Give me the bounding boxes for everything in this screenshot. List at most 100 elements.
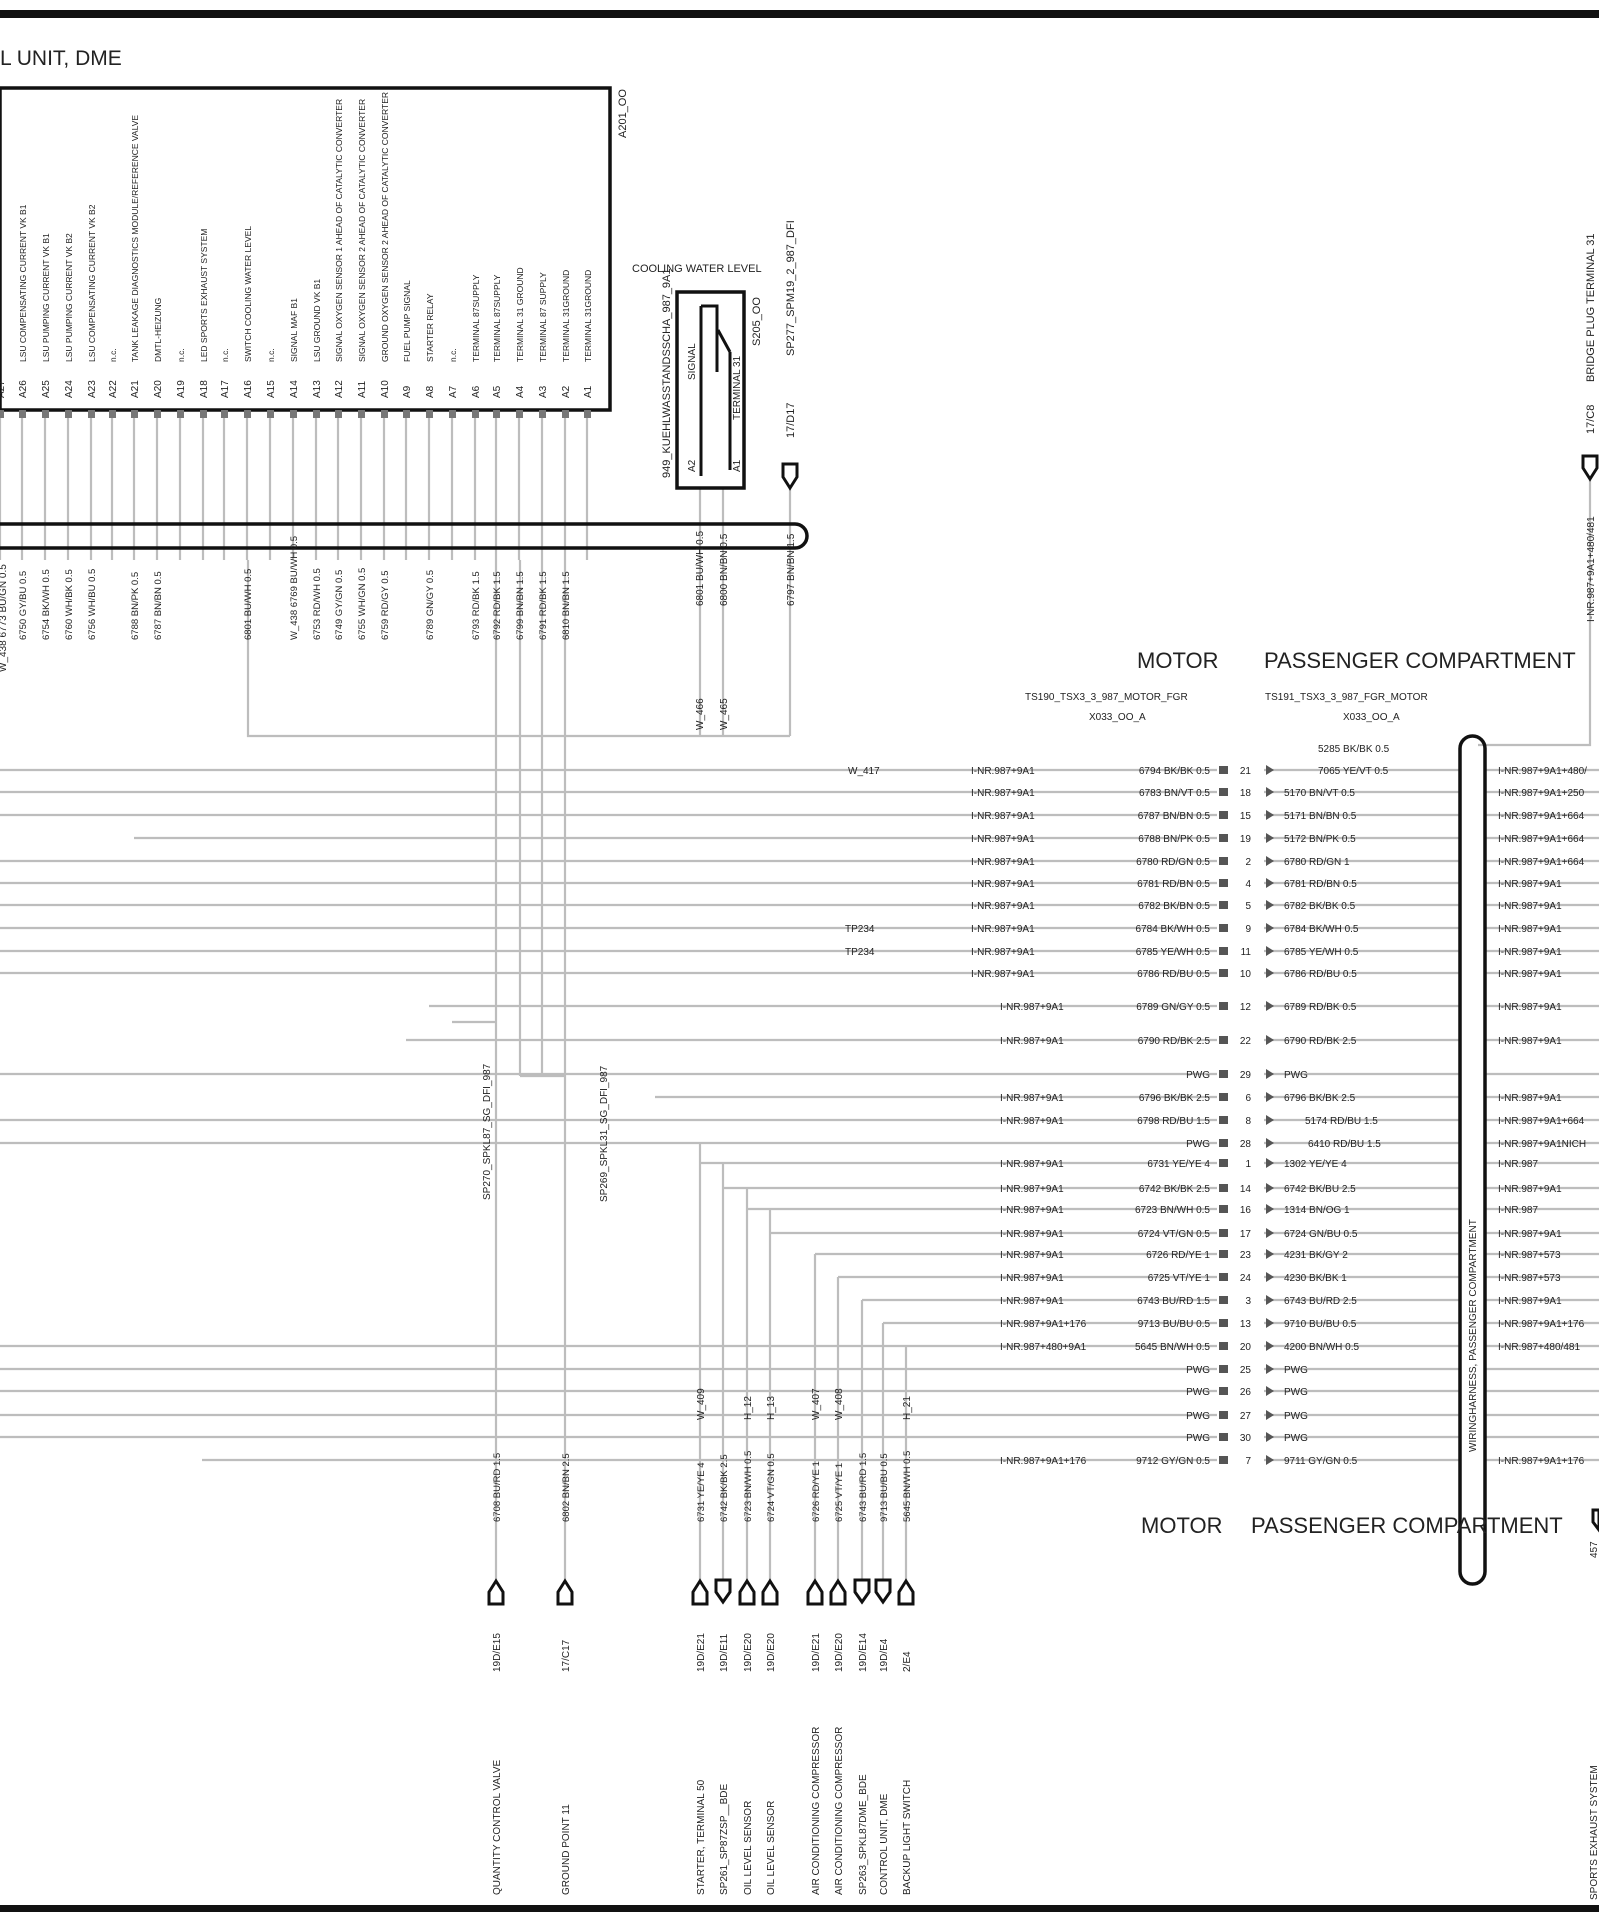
connector-pin-block bbox=[1219, 788, 1228, 796]
connector-inr-right: I-NR.987+9A1 bbox=[1498, 1093, 1562, 1104]
dme-pin-number: A23 bbox=[87, 380, 98, 398]
connector-wire-left: 6790 RD/BK 2.5 bbox=[1138, 1036, 1211, 1047]
connector-wire-left: PWG bbox=[1186, 1433, 1210, 1444]
connector-arrow-icon bbox=[691, 1578, 709, 1606]
bottom-ref: 19D/E15 bbox=[492, 1633, 503, 1672]
bottom-ref: 19D/E21 bbox=[811, 1633, 822, 1672]
connector-wire-right: 6789 RD/BK 0.5 bbox=[1284, 1002, 1357, 1013]
connector-wire-left: 6783 BN/VT 0.5 bbox=[1139, 788, 1210, 799]
dme-pin-label: n.c. bbox=[266, 348, 276, 362]
connector-inr-right: I-NR.987+9A1 bbox=[1498, 901, 1562, 912]
connector-inr-right: I-NR.987+9A1 bbox=[1498, 924, 1562, 935]
dme-wire-label: 6791 RD/BK 1.5 bbox=[538, 571, 549, 640]
dme-pin-number: A6 bbox=[471, 385, 482, 398]
connector-inr-right: I-NR.987+9A1+176 bbox=[1498, 1319, 1585, 1330]
connector-pin-block bbox=[1219, 969, 1228, 977]
dme-pin-terminal bbox=[426, 410, 433, 418]
connector-wire-right: 5170 BN/VT 0.5 bbox=[1284, 788, 1355, 799]
wire-tag: W_407 bbox=[811, 1388, 822, 1420]
dme-wire-label: 6792 RD/BK 1.5 bbox=[492, 571, 503, 640]
wire-layer bbox=[0, 418, 1599, 1590]
connector-wire-right: PWG bbox=[1284, 1070, 1308, 1081]
connector-wire-left: 6798 RD/BU 1.5 bbox=[1137, 1116, 1210, 1127]
connector-pin-block bbox=[1219, 947, 1228, 955]
splice-sp269: SP269_SPKL31_SG_DFI_987 bbox=[599, 1065, 610, 1202]
connector-inr-left: I-NR.987+9A1 bbox=[1000, 1296, 1064, 1307]
connector-pin-number: 14 bbox=[1240, 1184, 1252, 1195]
dme-pin-number: A8 bbox=[425, 385, 436, 398]
connector-pin-block bbox=[1219, 1036, 1228, 1044]
connector-arrow-icon bbox=[1266, 1001, 1274, 1011]
connector-inr-left: I-NR.987+480+9A1 bbox=[1000, 1342, 1087, 1353]
motor-title-top: MOTOR bbox=[1137, 648, 1218, 673]
motor-connector-id: TS190_TSX3_3_987_MOTOR_FGR bbox=[1025, 692, 1188, 703]
connector-inr-right: I-NR.987+9A1+664 bbox=[1498, 834, 1585, 845]
connector-arrow-icon bbox=[853, 1578, 871, 1605]
connector-pin-block bbox=[1219, 811, 1228, 819]
sp277-name: SP277_SPM19_2_987_DFI bbox=[785, 220, 797, 356]
dme-pin-terminal bbox=[244, 410, 251, 418]
harness-label: WIRINGHARNESS, PASSENGER COMPARTMENT bbox=[1468, 1219, 1479, 1452]
dme-pin-terminal bbox=[267, 410, 274, 418]
connector-inr-left: I-NR.987+9A1 bbox=[1000, 1184, 1064, 1195]
dme-wire-label: 6759 RD/GY 0.5 bbox=[380, 570, 391, 640]
extra-wire-5285: 5285 BK/BK 0.5 bbox=[1318, 744, 1390, 755]
bottom-border bbox=[0, 1905, 1599, 1912]
dme-pin-label: TERMINAL 87SUPPLY bbox=[492, 274, 502, 362]
dme-pin-number: A26 bbox=[18, 380, 29, 398]
connector-pin-number: 23 bbox=[1240, 1250, 1252, 1261]
dme-pin-terminal bbox=[335, 410, 342, 418]
passenger-title-bottom: PASSENGER COMPARTMENT bbox=[1251, 1513, 1563, 1538]
connector-wire-right: 6724 GN/BU 0.5 bbox=[1284, 1229, 1358, 1240]
connector-inr-right: I-NR.987+9A1 bbox=[1498, 1229, 1562, 1240]
connector-pin-number: 15 bbox=[1240, 811, 1252, 822]
connector-wire-left: 9713 BU/BU 0.5 bbox=[1138, 1319, 1211, 1330]
connector-wire-left: 5645 BN/WH 0.5 bbox=[1135, 1342, 1210, 1353]
connector-arrow-icon bbox=[897, 1578, 915, 1606]
bottom-ref: 19D/E14 bbox=[858, 1633, 869, 1672]
bridge-ref: 17/C8 bbox=[1585, 405, 1597, 434]
dme-pin-label: n.c. bbox=[448, 348, 458, 362]
connector-pin-number: 28 bbox=[1240, 1139, 1252, 1150]
connector-inr-right: I-NR.987+9A1 bbox=[1498, 1296, 1562, 1307]
connector-wire-right: 9710 BU/BU 0.5 bbox=[1284, 1319, 1357, 1330]
connector-inr-left: I-NR.987+9A1 bbox=[971, 901, 1035, 912]
bottom-ref: 19D/E20 bbox=[743, 1633, 754, 1672]
connector-pin-number: 12 bbox=[1240, 1002, 1252, 1013]
connector-inr-right: I-NR.987+9A1 bbox=[1498, 969, 1562, 980]
dme-pin-number: A7 bbox=[448, 385, 459, 398]
connector-inr-left: I-NR.987+9A1+176 bbox=[1000, 1456, 1087, 1467]
connector-pin-number: 4 bbox=[1245, 879, 1251, 890]
connector-wire-left: 6781 RD/BN 0.5 bbox=[1137, 879, 1210, 890]
connector-wire-left: 6787 BN/BN 0.5 bbox=[1138, 811, 1211, 822]
bottom-ref: 19D/E11 bbox=[719, 1633, 730, 1672]
connector-pin-number: 25 bbox=[1240, 1365, 1252, 1376]
dme-pin-number: A22 bbox=[108, 380, 119, 398]
dme-pin-label: GROUND OXYGEN SENSOR 2 AHEAD OF CATALYTI… bbox=[380, 92, 390, 362]
dme-pin-label: TERMINAL 31GROUND bbox=[561, 270, 571, 362]
motor-connector-sub: X033_OO_A bbox=[1089, 712, 1146, 723]
splice-sp270: SP270_SPKL87_SG_DFI_987 bbox=[482, 1063, 493, 1200]
dme-wire-label: 6755 WH/GN 0.5 bbox=[357, 568, 368, 640]
connector-inr-left: I-NR.987+9A1 bbox=[971, 924, 1035, 935]
connector-arrow-icon bbox=[1266, 1295, 1274, 1305]
dme-pin-terminal bbox=[290, 410, 297, 418]
connector-arrow-icon bbox=[1266, 1069, 1274, 1079]
connector-pin-block bbox=[1219, 1387, 1228, 1395]
wire bbox=[452, 560, 498, 1024]
connector-wire-left: 6784 BK/WH 0.5 bbox=[1136, 924, 1211, 935]
connector-pin-block bbox=[1219, 1159, 1228, 1167]
connector-wire-left: 6723 BN/WH 0.5 bbox=[1135, 1205, 1210, 1216]
connector-arrow-icon bbox=[1266, 1410, 1274, 1420]
connector-wire-left: PWG bbox=[1186, 1387, 1210, 1398]
connector-pin-block bbox=[1219, 1205, 1228, 1213]
bottom-wire-label: 6725 VT/YE 1 bbox=[834, 1463, 845, 1522]
dme-pin-number: A21 bbox=[130, 380, 141, 398]
dme-pin-label: DMTL-HEIZUNG bbox=[153, 298, 163, 362]
dme-wire-label: 6754 BK/WH 0.5 bbox=[41, 569, 52, 640]
cooling-signal: SIGNAL bbox=[687, 343, 698, 380]
bottom-target-name: BACKUP LIGHT SWITCH bbox=[902, 1780, 913, 1895]
dme-pin-label: TERMINAL 31GROUND bbox=[583, 270, 593, 362]
cooling-wire-2: 6800 BN/BN 0.5 bbox=[719, 533, 730, 606]
sp277-arrow-icon bbox=[781, 462, 799, 491]
